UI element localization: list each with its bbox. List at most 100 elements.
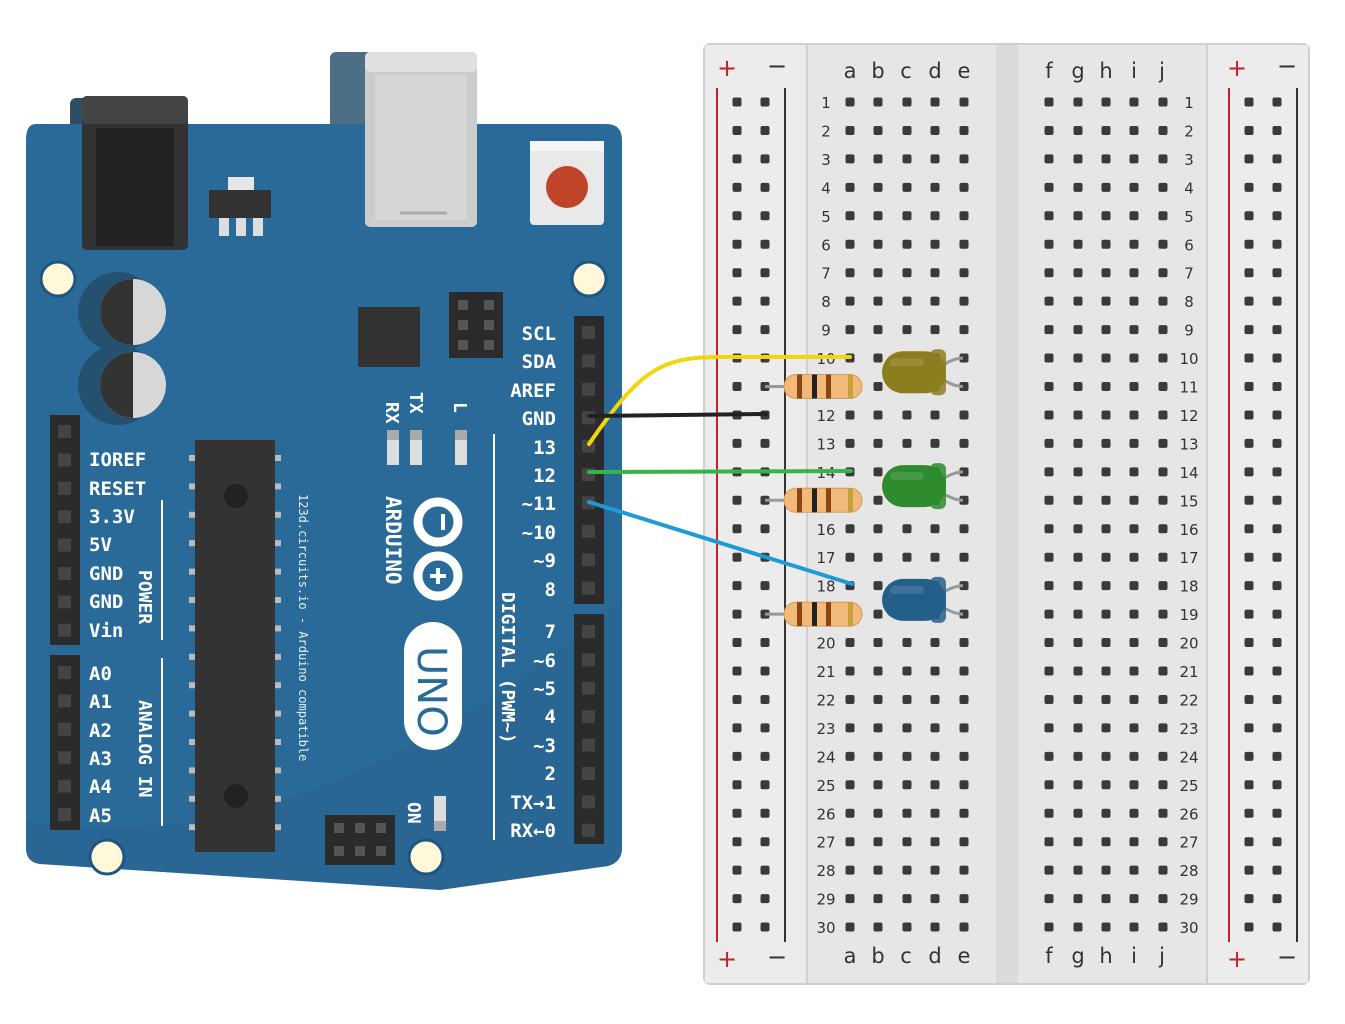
breadboard-hole[interactable] — [902, 97, 912, 107]
breadboard-hole[interactable] — [1044, 524, 1054, 534]
breadboard-hole[interactable] — [760, 268, 770, 278]
breadboard-hole[interactable] — [1101, 353, 1111, 363]
breadboard-hole[interactable] — [930, 438, 940, 448]
breadboard-hole[interactable] — [1044, 638, 1054, 648]
breadboard-hole[interactable] — [1244, 865, 1254, 875]
header-pin[interactable] — [58, 666, 71, 679]
breadboard-hole[interactable] — [1101, 296, 1111, 306]
breadboard-hole[interactable] — [1073, 125, 1083, 135]
breadboard-hole[interactable] — [760, 97, 770, 107]
breadboard-hole[interactable] — [930, 325, 940, 335]
breadboard-hole[interactable] — [959, 438, 969, 448]
breadboard-hole[interactable] — [1272, 410, 1282, 420]
breadboard-hole[interactable] — [1158, 837, 1168, 847]
breadboard-hole[interactable] — [732, 552, 742, 562]
breadboard-hole[interactable] — [873, 581, 883, 591]
breadboard-hole[interactable] — [760, 638, 770, 648]
breadboard-hole[interactable] — [732, 182, 742, 192]
breadboard-hole[interactable] — [1129, 353, 1139, 363]
breadboard-hole[interactable] — [845, 97, 855, 107]
breadboard-hole[interactable] — [873, 125, 883, 135]
breadboard-hole[interactable] — [1073, 382, 1083, 391]
breadboard-hole[interactable] — [1272, 922, 1282, 932]
breadboard-hole[interactable] — [732, 780, 742, 790]
breadboard-hole[interactable] — [845, 638, 855, 648]
header-pin[interactable] — [58, 694, 71, 708]
breadboard-hole[interactable] — [1044, 865, 1054, 875]
breadboard-hole[interactable] — [1244, 353, 1254, 363]
breadboard-hole[interactable] — [1129, 239, 1139, 249]
breadboard-hole[interactable] — [1101, 467, 1111, 477]
breadboard-hole[interactable] — [959, 325, 969, 335]
breadboard-hole[interactable] — [959, 296, 969, 306]
breadboard-hole[interactable] — [873, 239, 883, 249]
breadboard-hole[interactable] — [1158, 694, 1168, 704]
breadboard-hole[interactable] — [1272, 581, 1282, 591]
breadboard-hole[interactable] — [930, 211, 940, 221]
breadboard-hole[interactable] — [1272, 638, 1282, 648]
breadboard-hole[interactable] — [902, 325, 912, 335]
breadboard-hole[interactable] — [873, 638, 883, 648]
breadboard-hole[interactable] — [902, 723, 912, 733]
breadboard-hole[interactable] — [930, 125, 940, 135]
breadboard-hole[interactable] — [1044, 723, 1054, 733]
breadboard-hole[interactable] — [1129, 694, 1139, 704]
breadboard-hole[interactable] — [1044, 751, 1054, 761]
breadboard-hole[interactable] — [1044, 382, 1054, 391]
breadboard-hole[interactable] — [1158, 865, 1168, 875]
breadboard-hole[interactable] — [1129, 296, 1139, 306]
breadboard-hole[interactable] — [1158, 438, 1168, 448]
breadboard-hole[interactable] — [873, 438, 883, 448]
breadboard-hole[interactable] — [1158, 666, 1168, 676]
breadboard-hole[interactable] — [1129, 495, 1139, 505]
breadboard-hole[interactable] — [845, 239, 855, 249]
breadboard-hole[interactable] — [1158, 751, 1168, 761]
breadboard-hole[interactable] — [845, 325, 855, 335]
breadboard-hole[interactable] — [873, 211, 883, 221]
breadboard-hole[interactable] — [902, 296, 912, 306]
breadboard-hole[interactable] — [1272, 837, 1282, 847]
breadboard-hole[interactable] — [760, 922, 770, 932]
breadboard-hole[interactable] — [1101, 694, 1111, 704]
breadboard-hole[interactable] — [873, 865, 883, 875]
breadboard-hole[interactable] — [959, 638, 969, 648]
header-pin[interactable] — [582, 653, 595, 667]
breadboard-hole[interactable] — [873, 410, 883, 420]
header-pin[interactable] — [582, 823, 595, 837]
breadboard-hole[interactable] — [1044, 97, 1054, 107]
breadboard-hole[interactable] — [1158, 382, 1168, 391]
breadboard-hole[interactable] — [760, 666, 770, 676]
breadboard-hole[interactable] — [1044, 581, 1054, 591]
breadboard-hole[interactable] — [930, 723, 940, 733]
breadboard-hole[interactable] — [760, 751, 770, 761]
breadboard-hole[interactable] — [732, 808, 742, 818]
breadboard-hole[interactable] — [1272, 296, 1282, 306]
breadboard-hole[interactable] — [959, 524, 969, 534]
breadboard-hole[interactable] — [1044, 609, 1054, 619]
breadboard-hole[interactable] — [873, 467, 883, 477]
breadboard-hole[interactable] — [959, 581, 969, 591]
breadboard-hole[interactable] — [1272, 751, 1282, 761]
header-pin[interactable] — [58, 808, 71, 821]
breadboard-hole[interactable] — [1158, 154, 1168, 164]
breadboard-hole[interactable] — [902, 182, 912, 192]
breadboard-hole[interactable] — [1101, 239, 1111, 249]
breadboard-hole[interactable] — [959, 865, 969, 875]
breadboard-hole[interactable] — [1244, 552, 1254, 562]
breadboard-hole[interactable] — [1129, 609, 1139, 619]
breadboard-hole[interactable] — [1244, 922, 1254, 932]
breadboard-hole[interactable] — [959, 97, 969, 107]
breadboard-hole[interactable] — [1272, 382, 1282, 391]
breadboard-hole[interactable] — [1244, 723, 1254, 733]
breadboard-hole[interactable] — [1244, 638, 1254, 648]
breadboard-hole[interactable] — [1129, 97, 1139, 107]
breadboard-hole[interactable] — [873, 837, 883, 847]
breadboard-hole[interactable] — [930, 154, 940, 164]
breadboard-hole[interactable] — [1244, 666, 1254, 676]
breadboard-hole[interactable] — [1272, 524, 1282, 534]
breadboard-hole[interactable] — [732, 325, 742, 335]
breadboard-hole[interactable] — [902, 638, 912, 648]
breadboard-hole[interactable] — [760, 524, 770, 534]
breadboard-hole[interactable] — [1158, 780, 1168, 790]
breadboard-hole[interactable] — [1073, 638, 1083, 648]
